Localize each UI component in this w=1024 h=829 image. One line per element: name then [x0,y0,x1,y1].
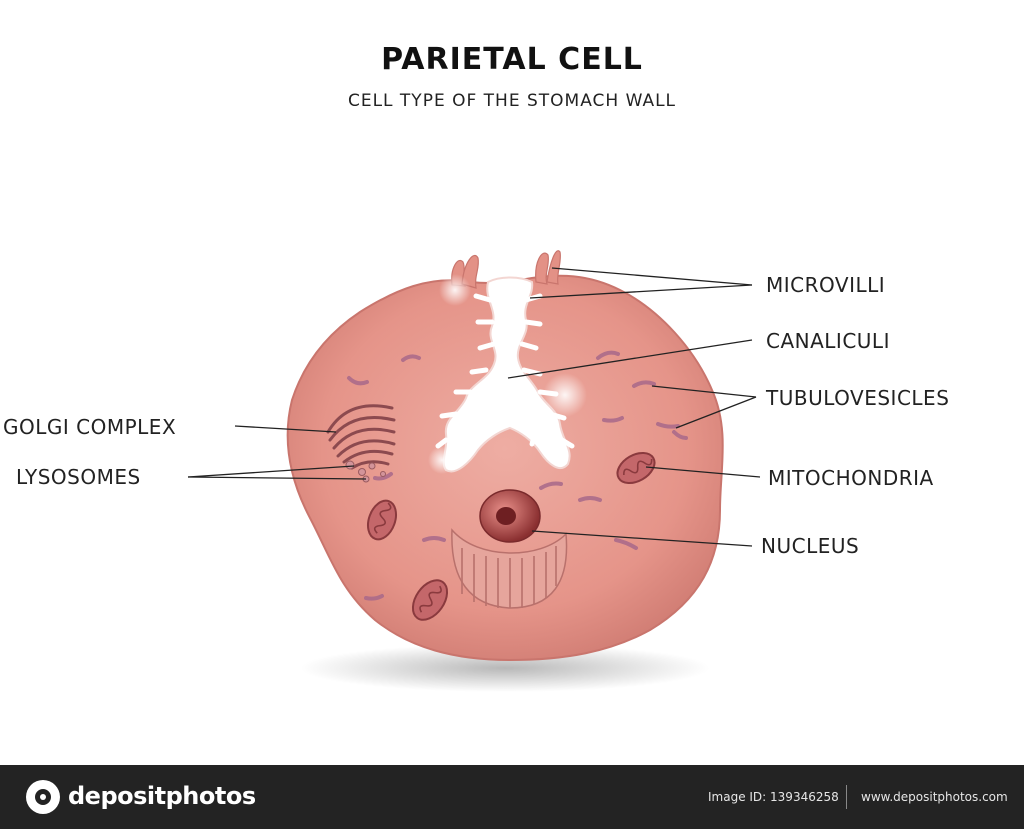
brand-name: depositphotos [68,782,256,810]
leader-lines [187,267,761,547]
tubulovesicles [347,350,688,601]
light-glare [439,274,471,306]
footer-bar: depositphotos Image ID: 139346258 www.de… [0,765,1024,829]
depositphotos-logo-icon [26,780,60,814]
cell-shadow [300,644,710,692]
label-nucleus: NUCLEUS [761,534,860,558]
golgi-complex [326,404,396,470]
label-mitochondria: MITOCHONDRIA [768,466,934,490]
image-id: Image ID: 139346258 [708,790,839,804]
cell-body [286,274,724,662]
diagram-subtitle: CELL TYPE OF THE STOMACH WALL [347,91,677,111]
label-lysosomes: LYSOSOMES [16,465,141,489]
label-canaliculi: CANALICULI [766,329,890,353]
label-microvilli: MICROVILLI [766,273,886,297]
mitochondria [366,451,656,621]
lysosomes [345,460,386,483]
diagram-title: PARIETAL CELL [381,42,643,77]
parietal-cell-diagram [187,250,761,692]
nucleus [451,489,568,609]
light-glare [428,446,456,474]
site-url[interactable]: www.depositphotos.com [861,790,1008,804]
label-golgi-complex: GOLGI COMPLEX [3,415,177,439]
light-glare [543,373,587,417]
canaliculi [442,276,571,473]
label-tubulovesicles: TUBULOVESICLES [766,386,950,410]
footer-divider [846,785,847,809]
